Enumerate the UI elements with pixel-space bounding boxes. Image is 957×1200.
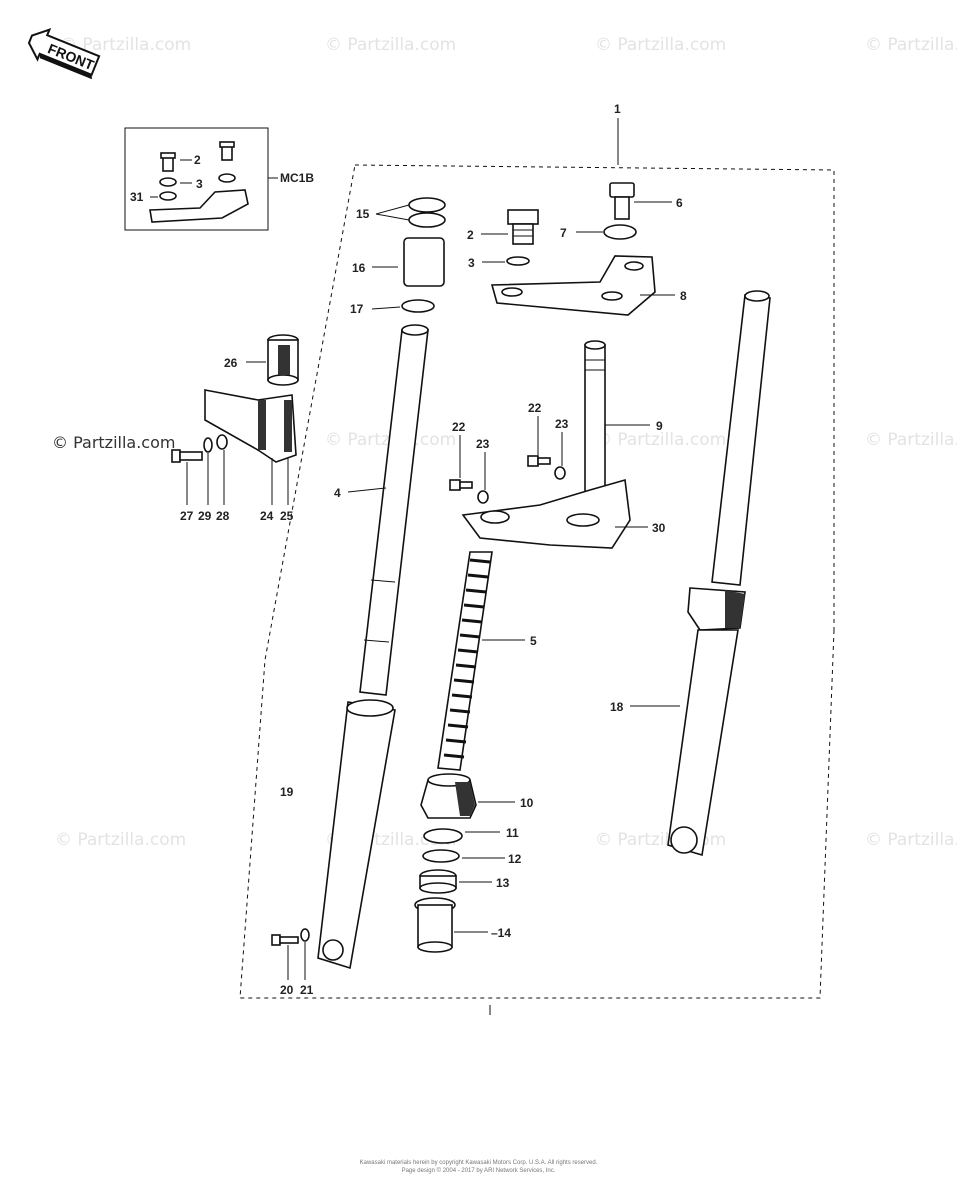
ring-icon	[401, 299, 435, 313]
oil-seal-icon	[419, 869, 457, 894]
watermark: © Partzilla.com	[325, 35, 456, 55]
callout-9: 9	[656, 419, 663, 433]
inset-bracket-icon	[149, 189, 249, 223]
nut-icon	[216, 434, 228, 450]
footer-page-design: Page design © 2004 - 2017 by ARI Network…	[401, 1168, 556, 1174]
bolt-icon	[171, 449, 203, 463]
callout-1: 1	[614, 102, 621, 116]
watermark: © Partzilla.com	[595, 830, 726, 850]
callout-11: 11	[506, 826, 519, 840]
watermark-layer: © Partzilla.com © Partzilla.com © Partzi…	[55, 35, 957, 850]
watermark: © Partzilla.com	[865, 35, 957, 55]
callout-18: 18	[610, 700, 624, 714]
watermark: © Partzilla.com	[60, 35, 191, 55]
callout-13: 13	[496, 876, 510, 890]
right-fork-assembly-icon	[667, 290, 771, 857]
inset-label: MC1B	[280, 171, 314, 185]
callout-29: 29	[198, 509, 212, 523]
callout-8: 8	[680, 289, 687, 303]
bolt-icon	[271, 934, 299, 946]
callout-19: 19	[280, 785, 294, 799]
callout-2: 2	[467, 228, 474, 242]
cap-bolt-icon	[507, 209, 539, 245]
inset-mc1b: MC1B 2 3 31	[124, 127, 314, 231]
inner-fork-tube-icon	[359, 324, 429, 696]
inset-washer-icon	[159, 177, 177, 187]
outer-fork-leg-icon	[317, 699, 396, 970]
lower-bracket-icon	[461, 478, 631, 549]
lamp-bracket-icon	[204, 389, 297, 463]
callout-26: 26	[224, 356, 238, 370]
washer-icon	[300, 928, 310, 942]
o-ring-icon	[408, 197, 446, 213]
callout-10: 10	[520, 796, 534, 810]
callout-6: 6	[676, 196, 683, 210]
callout-17: 17	[350, 302, 364, 316]
callout-28: 28	[216, 509, 230, 523]
fork-spring-icon	[437, 551, 493, 771]
callout-5: 5	[530, 634, 537, 648]
watermark: © Partzilla.com	[865, 430, 957, 450]
footer-copyright: Kawasaki materials herein by copyright K…	[359, 1160, 598, 1166]
callout-25: 25	[280, 509, 294, 523]
callout-16: 16	[352, 261, 366, 275]
washer-icon	[554, 466, 566, 480]
callout-24: 24	[260, 509, 274, 523]
watermark: © Partzilla.com	[595, 35, 726, 55]
callout-14: –14	[491, 926, 511, 940]
assembly-frame	[354, 164, 835, 630]
callout-21: 21	[300, 983, 314, 997]
front-arrow-icon: FRONT	[27, 28, 101, 80]
washer-icon	[477, 490, 489, 504]
watermark: © Partzilla.com	[55, 830, 186, 850]
bolt-icon	[527, 455, 551, 467]
callout-3: 3	[468, 256, 475, 270]
callout-4: 4	[334, 486, 341, 500]
watermark: © Partzilla.com	[865, 830, 957, 850]
ring-icon	[423, 828, 463, 844]
callout-27: 27	[180, 509, 194, 523]
ring-icon	[422, 849, 460, 863]
callout-23b: 23	[555, 417, 569, 431]
bolt-icon	[449, 479, 473, 491]
guide-bushing-icon	[414, 897, 456, 953]
spacer-tube-icon	[403, 237, 445, 287]
callout-22b: 22	[528, 401, 542, 415]
washer-icon	[603, 224, 637, 240]
callout-inset-2: 2	[194, 153, 201, 167]
callout-23a: 23	[476, 437, 490, 451]
inset-bolt-icon	[162, 156, 174, 172]
inset-bolt-icon	[221, 145, 233, 161]
callout-30: 30	[652, 521, 666, 535]
callout-12: 12	[508, 852, 522, 866]
watermark-dark: © Partzilla.com	[52, 433, 175, 452]
callout-inset-3: 3	[196, 177, 203, 191]
callout-22a: 22	[452, 420, 466, 434]
fork-cover-icon	[420, 773, 477, 819]
callout-inset-31: 31	[130, 190, 144, 204]
watermark: © Partzilla.com	[595, 430, 726, 450]
bushing-icon	[267, 334, 299, 386]
callout-20: 20	[280, 983, 294, 997]
callout-7: 7	[560, 226, 567, 240]
washer-icon	[506, 256, 530, 266]
washer-icon	[203, 437, 213, 453]
bolt-icon	[609, 182, 635, 198]
callout-15: 15	[356, 207, 370, 221]
